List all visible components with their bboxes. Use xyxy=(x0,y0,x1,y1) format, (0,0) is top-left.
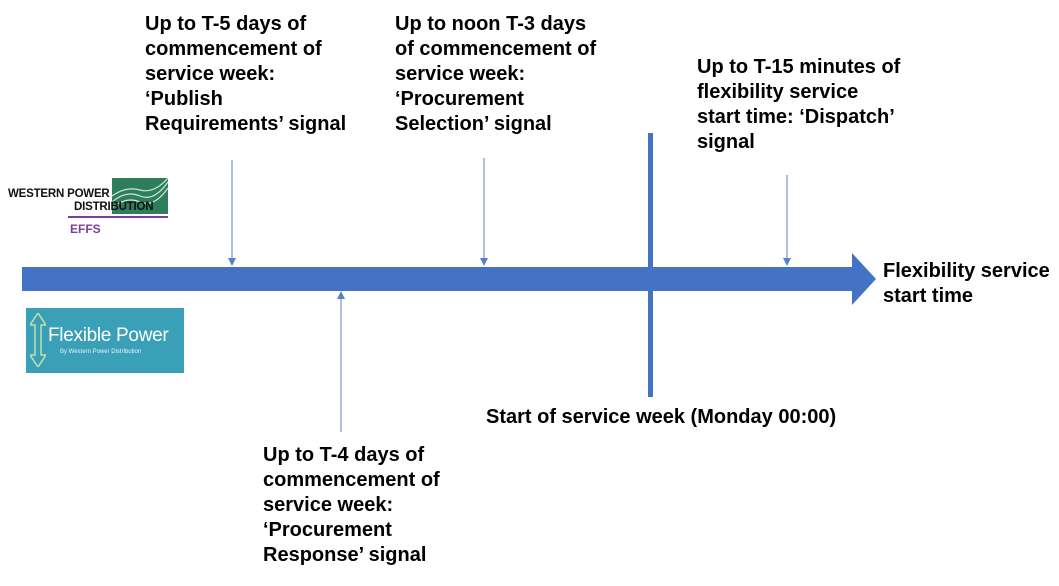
dispatch-pointer xyxy=(783,175,791,266)
timeline-arrow-head xyxy=(852,253,876,305)
flexibility-start-label: Flexibility service start time xyxy=(883,260,1050,307)
wpd-logo-line1: WESTERN POWER xyxy=(8,188,110,200)
double-arrow-icon xyxy=(30,313,46,367)
selection-pointer xyxy=(480,158,488,266)
service-week-start-label: Start of service week (Monday 00:00) xyxy=(486,406,837,428)
wpd-logo-effs: EFFS xyxy=(70,222,101,236)
timeline-arrow-body xyxy=(22,267,855,291)
publish-pointer xyxy=(228,160,236,266)
service-week-divider xyxy=(648,133,653,397)
publish-requirements-label: Up to T-5 days of commencement of servic… xyxy=(145,13,347,135)
wpd-logo-rule xyxy=(68,216,168,218)
wpd-wave-graphic xyxy=(112,178,168,214)
wpd-effs-logo: WESTERN POWER DISTRIBUTION EFFS xyxy=(8,178,170,250)
procurement-response-label: Up to T-4 days of commencement of servic… xyxy=(263,444,440,566)
wpd-logo-line2: DISTRIBUTION xyxy=(74,201,154,213)
dispatch-label: Up to T-15 minutes of flexibility servic… xyxy=(697,56,901,153)
procurement-selection-label: Up to noon T-3 days of commencement of s… xyxy=(395,13,597,135)
flexible-power-title: Flexible Power xyxy=(48,325,169,346)
flexible-power-logo: Flexible Power By Western Power Distribu… xyxy=(26,308,184,373)
response-pointer xyxy=(337,291,345,432)
flexible-power-subtitle: By Western Power Distribution xyxy=(60,349,142,355)
